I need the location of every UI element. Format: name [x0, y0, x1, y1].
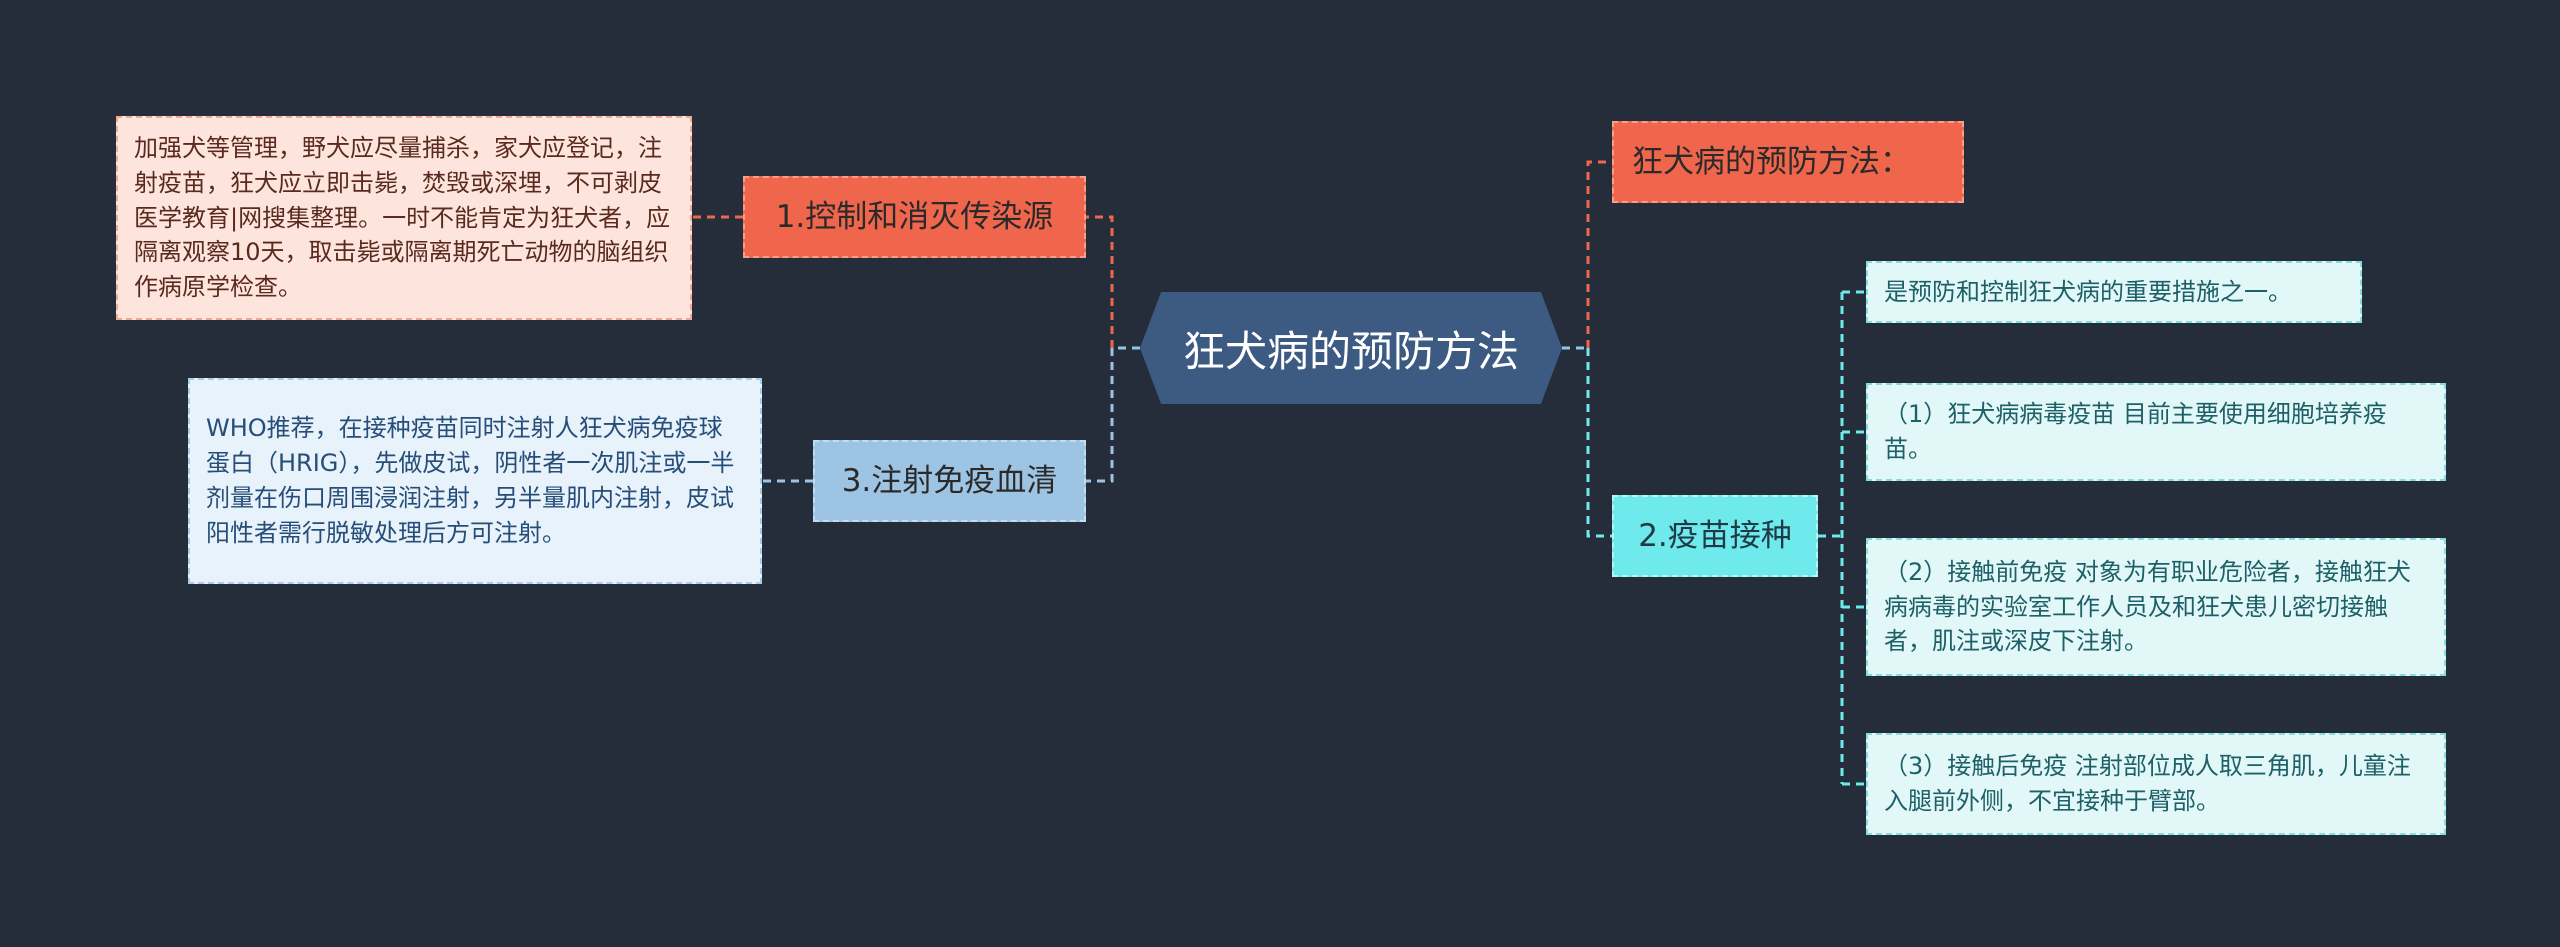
detail-control-source-text: 加强犬等管理，野犬应尽量捕杀，家犬应登记，注射疫苗，狂犬应立即击毙，焚毁或深埋，… [134, 134, 671, 302]
branch-prevention-methods-label: 狂犬病的预防方法： [1632, 143, 1911, 180]
branch-vaccination[interactable]: 2.疫苗接种 [1612, 495, 1818, 577]
detail-immune-serum[interactable]: WHO推荐，在接种疫苗同时注射人狂犬病免疫球蛋白（HRIG），先做皮试，阴性者一… [188, 378, 762, 584]
detail-vaccination-3[interactable]: （2）接触前免疫 对象为有职业危险者，接触狂犬病病毒的实验室工作人员及和狂犬患儿… [1866, 538, 2446, 676]
detail-immune-serum-text: WHO推荐，在接种疫苗同时注射人狂犬病免疫球蛋白（HRIG），先做皮试，阴性者一… [206, 414, 735, 547]
connector-right-trunk-red [1586, 160, 1612, 348]
connector-left-trunk-red [1086, 215, 1114, 348]
branch-prevention-methods[interactable]: 狂犬病的预防方法： [1612, 121, 1964, 203]
branch-vaccination-label: 2.疫苗接种 [1638, 517, 1792, 554]
detail-vaccination-2[interactable]: （1）狂犬病病毒疫苗 目前主要使用细胞培养疫苗。 [1866, 383, 2446, 481]
detail-vaccination-1-text: 是预防和控制狂犬病的重要措施之一。 [1884, 277, 2292, 306]
connector-right-trunk-cyan [1586, 348, 1612, 538]
detail-vaccination-2-text: （1）狂犬病病毒疫苗 目前主要使用细胞培养疫苗。 [1884, 400, 2387, 463]
detail-vaccination-1[interactable]: 是预防和控制狂犬病的重要措施之一。 [1866, 261, 2362, 323]
branch-control-source-label: 1.控制和消灭传染源 [775, 198, 1054, 235]
detail-vaccination-3-text: （2）接触前免疫 对象为有职业危险者，接触狂犬病病毒的实验室工作人员及和狂犬患儿… [1884, 557, 2411, 656]
central-topic-label: 狂犬病的预防方法 [1182, 326, 1519, 376]
detail-vaccination-4-text: （3）接触后免疫 注射部位成人取三角肌，儿童注入腿前外侧，不宜接种于臂部。 [1884, 752, 2411, 815]
branch-immune-serum-label: 3.注射免疫血清 [841, 462, 1058, 499]
branch-immune-serum[interactable]: 3.注射免疫血清 [813, 440, 1086, 522]
detail-control-source[interactable]: 加强犬等管理，野犬应尽量捕杀，家犬应登记，注射疫苗，狂犬应立即击毙，焚毁或深埋，… [116, 116, 692, 320]
branch-control-source[interactable]: 1.控制和消灭传染源 [743, 176, 1086, 258]
central-topic[interactable]: 狂犬病的预防方法 [1140, 292, 1562, 404]
detail-vaccination-4[interactable]: （3）接触后免疫 注射部位成人取三角肌，儿童注入腿前外侧，不宜接种于臂部。 [1866, 733, 2446, 835]
connector-left-trunk-blue [1086, 348, 1114, 483]
